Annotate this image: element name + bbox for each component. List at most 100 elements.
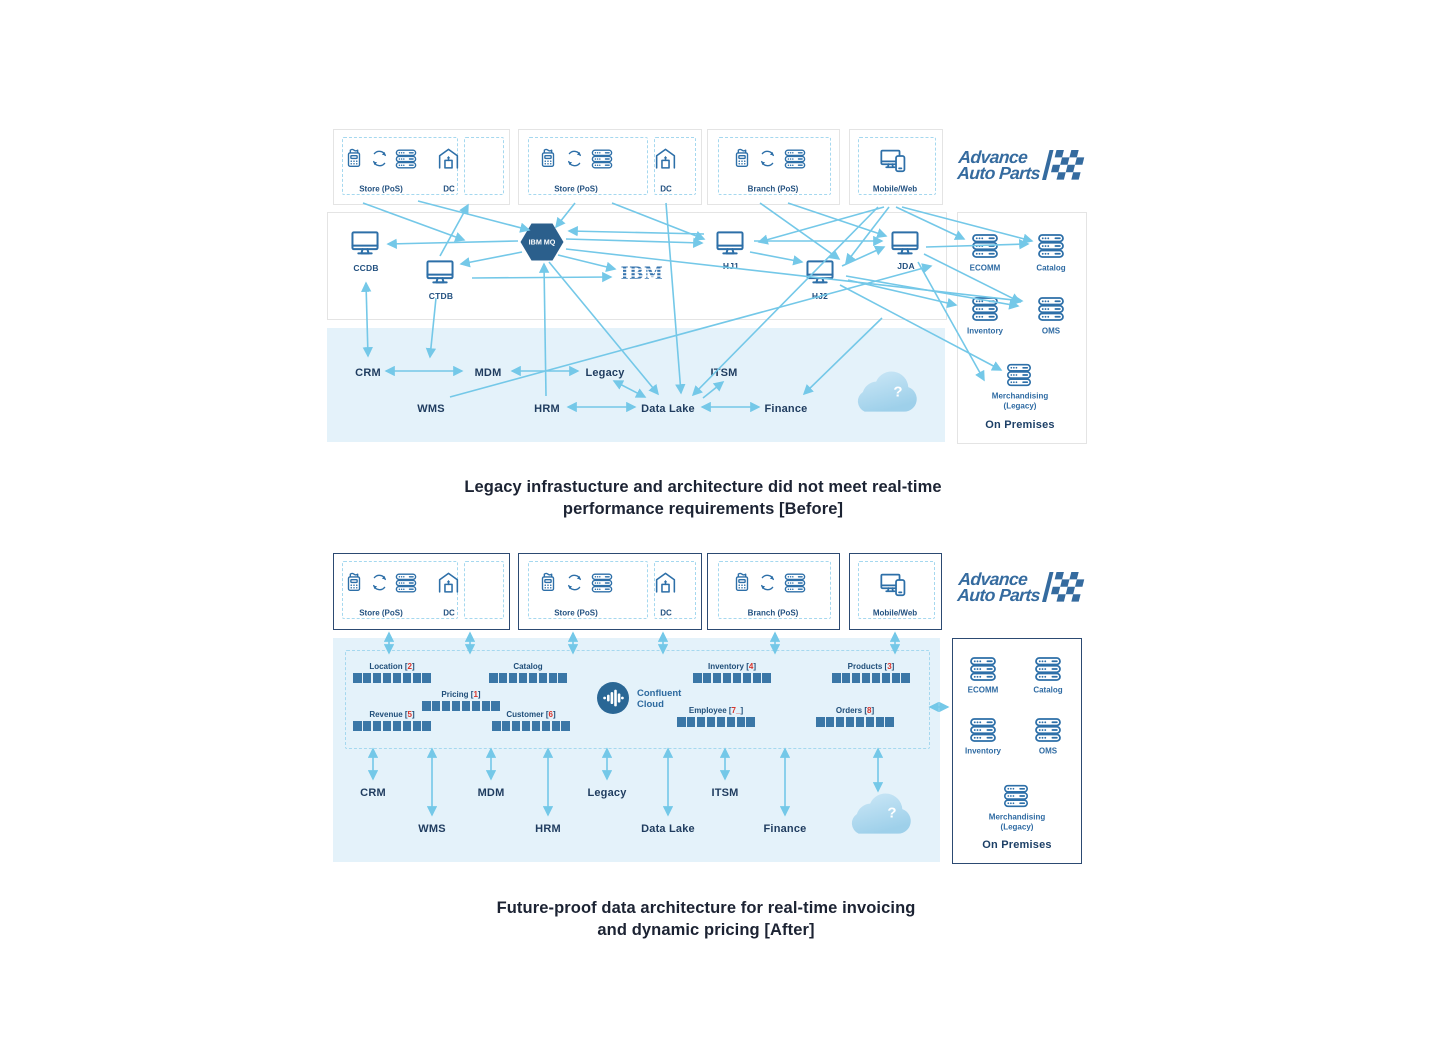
catalog-server-icon	[1035, 657, 1061, 681]
system-label-crm: CRM	[360, 787, 386, 799]
topic-name: Employee [	[688, 706, 732, 715]
after-caption: Future-proof data architecture for real-…	[340, 897, 1072, 941]
before-source-box-store-dc-1	[333, 129, 510, 205]
onprem-label-merchandising: Merchandising	[988, 812, 1046, 822]
topic-name: Location [	[369, 662, 408, 671]
topic-inventory: Inventory [4]	[684, 662, 780, 683]
before-caption: Legacy infrastucture and architecture di…	[337, 476, 1069, 520]
sync-icon	[372, 150, 387, 167]
after-source-box-branch	[707, 553, 840, 630]
node-label-ctdb: CTDB	[428, 291, 454, 301]
branch-pos-group	[718, 137, 831, 195]
branch-pos-group	[718, 561, 831, 619]
topic-number: 1	[473, 690, 478, 699]
confluent-logo-icon	[597, 682, 629, 714]
warehouse-icon	[438, 572, 459, 593]
merchandising-server-icon	[1006, 363, 1032, 387]
source-label-store: Store (PoS)	[554, 184, 598, 194]
unknown-cloud-icon	[857, 371, 917, 412]
hj2-monitor-icon	[806, 260, 834, 284]
topic-catalog: Catalog	[480, 662, 576, 683]
topic-name: Orders [	[835, 706, 867, 715]
server-stack-icon	[395, 573, 417, 593]
onprem-label-merchandising-legacy: (Legacy)	[1000, 822, 1034, 832]
system-label-crm: CRM	[355, 367, 381, 379]
confluent-cloud-boundary	[345, 650, 930, 749]
system-label-itsm: ITSM	[711, 787, 739, 799]
onprem-label-inventory: Inventory	[966, 326, 1004, 336]
topic-number: 4	[748, 662, 754, 671]
unknown-cloud-icon	[851, 793, 911, 834]
before-caption-line1: Legacy infrastucture and architecture di…	[464, 478, 942, 496]
topic-partitions	[668, 717, 764, 727]
onprem-label-merchandising-legacy: (Legacy)	[1003, 401, 1037, 411]
system-label-legacy: Legacy	[585, 367, 625, 379]
jda-monitor-icon	[891, 231, 919, 255]
server-stack-icon	[395, 149, 417, 169]
topic-name: Catalog	[513, 662, 543, 671]
dc-group	[654, 137, 696, 195]
hj1-monitor-icon	[716, 231, 744, 255]
topic-name: Products [	[847, 662, 888, 671]
before-source-box-branch	[707, 129, 840, 205]
pos-terminal-icon	[735, 148, 749, 168]
system-label-mdm: MDM	[474, 367, 502, 379]
source-label-store: Store (PoS)	[554, 608, 598, 618]
node-label-ccdb: CCDB	[353, 263, 379, 273]
ibm-logo-text: IBM	[621, 264, 664, 283]
advance-auto-parts-logo: Advance Auto Parts	[957, 569, 1094, 605]
source-label-dc: DC	[443, 184, 455, 194]
before-caption-line2: performance requirements [Before]	[562, 500, 844, 518]
topic-partitions	[344, 721, 440, 731]
onprem-label-oms: OMS	[1038, 746, 1058, 756]
topic-name: Customer [	[506, 710, 549, 719]
topic-products: Products [3]	[823, 662, 919, 683]
topic-employee: Employee [7_]	[668, 706, 764, 727]
merchandising-server-icon	[1003, 784, 1029, 808]
logo-line2: Auto Parts	[956, 163, 1041, 183]
ibm-mq-label: IBM MQ	[529, 238, 556, 247]
ecomm-server-icon	[972, 234, 998, 258]
system-label-mdm: MDM	[477, 787, 505, 799]
node-label-hj1: HJ1	[722, 261, 740, 271]
system-label-itsm: ITSM	[710, 367, 738, 379]
pos-terminal-icon	[541, 148, 555, 168]
source-label-store: Store (PoS)	[359, 608, 403, 618]
cloud-question-mark: ?	[887, 804, 897, 822]
dc-group	[654, 561, 696, 619]
pos-terminal-icon	[347, 572, 361, 592]
system-label-finance: Finance	[764, 403, 808, 415]
topic-customer: Customer [6]	[483, 710, 579, 731]
topic-partitions	[344, 673, 440, 683]
sync-icon	[372, 574, 387, 591]
store-pos-group	[528, 137, 648, 195]
topic-location: Location [2]	[344, 662, 440, 683]
after-caption-line2: and dynamic pricing [After]	[597, 921, 815, 939]
sync-icon	[760, 150, 775, 167]
source-label-store: Store (PoS)	[359, 184, 403, 194]
system-label-wms: WMS	[417, 403, 445, 415]
topic-number: 6	[548, 710, 553, 719]
system-label-finance: Finance	[763, 823, 807, 835]
dc-group	[464, 137, 504, 195]
onprem-label-catalog: Catalog	[1033, 685, 1063, 695]
warehouse-icon	[655, 572, 676, 593]
node-label-jda: JDA	[897, 261, 915, 271]
oms-server-icon	[1038, 297, 1064, 321]
sync-icon	[567, 574, 582, 591]
cloud-question-mark: ?	[893, 383, 903, 401]
system-label-datalake: Data Lake	[641, 403, 695, 415]
logo-text: Advance Auto Parts	[957, 569, 1042, 605]
sync-icon	[760, 574, 775, 591]
onprem-label-ecomm: ECOMM	[969, 263, 1001, 273]
oms-server-icon	[1035, 718, 1061, 742]
onprem-label-catalog: Catalog	[1036, 263, 1066, 273]
topic-number: 2	[407, 662, 412, 671]
topic-partitions	[483, 721, 579, 731]
topic-partitions	[823, 673, 919, 683]
topic-name: Revenue [	[369, 710, 408, 719]
logo-text: Advance Auto Parts	[956, 147, 1042, 183]
onprem-title: On Premises	[982, 839, 1052, 851]
topic-name: Inventory [	[707, 662, 749, 671]
